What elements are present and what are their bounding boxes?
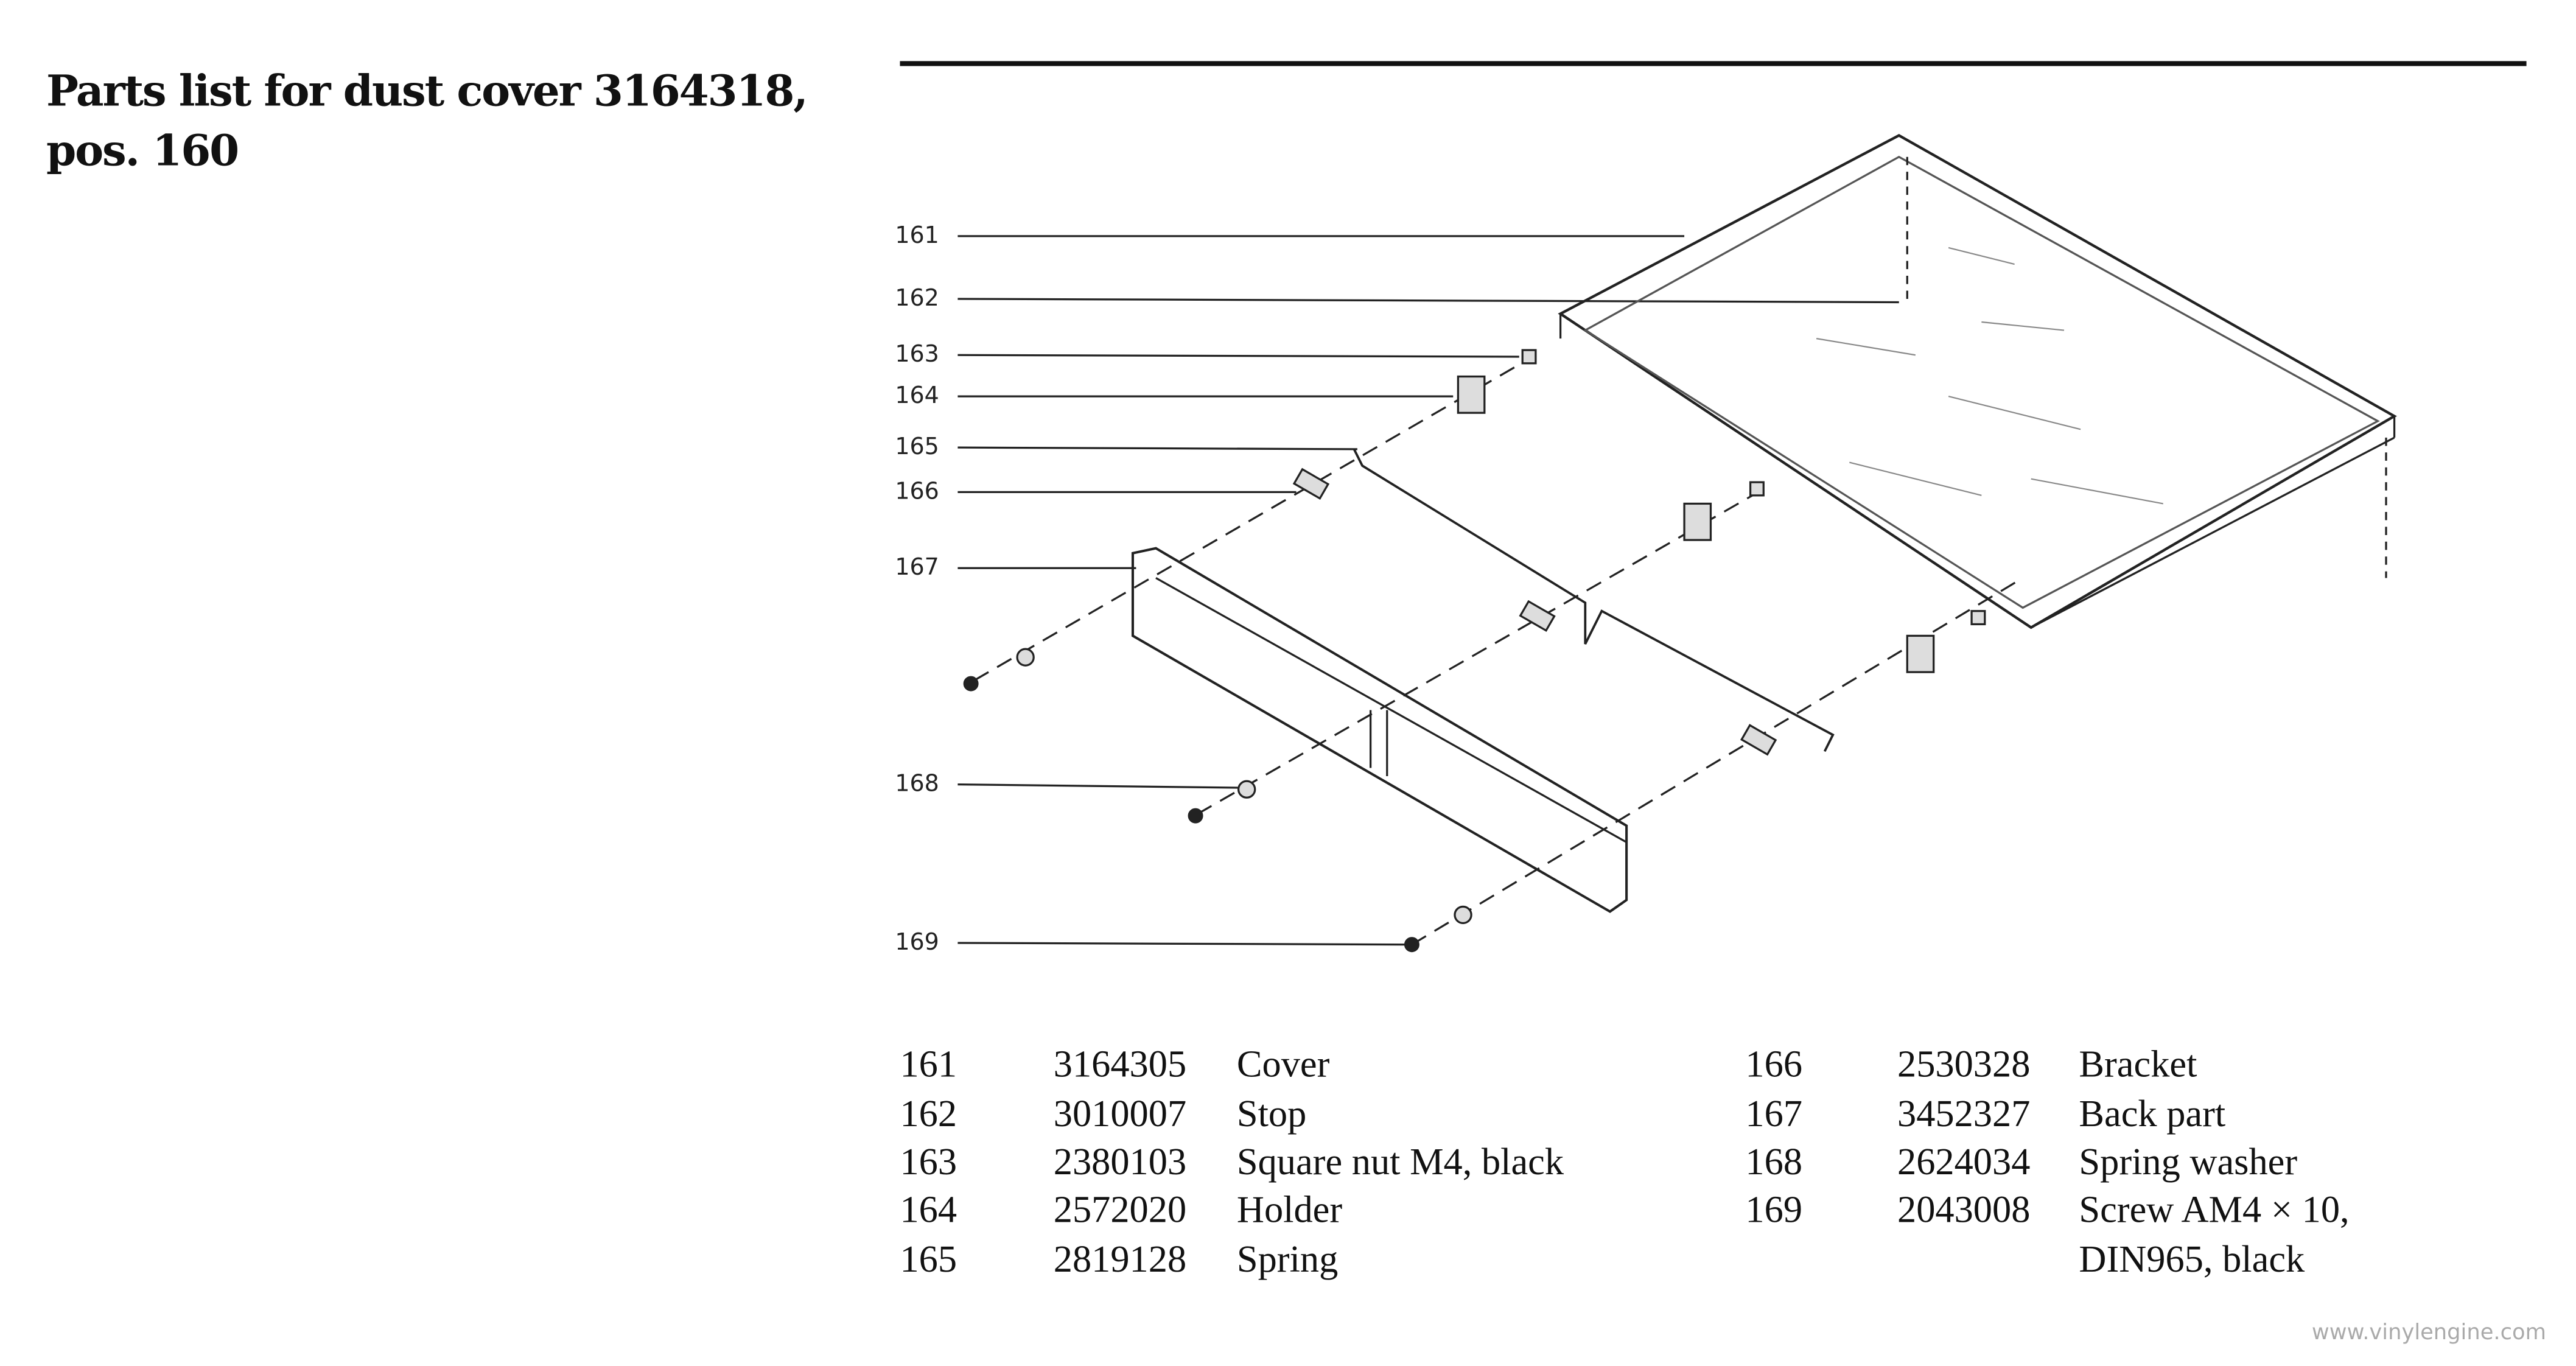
watermark: www.vinylengine.com <box>2311 1321 2546 1346</box>
part-number: 2624034 <box>1897 1141 2031 1183</box>
pos: 163 <box>900 1141 957 1183</box>
pos: 165 <box>900 1238 957 1280</box>
pos: 164 <box>900 1189 957 1231</box>
part-number: 3010007 <box>1053 1093 1187 1135</box>
pos: 167 <box>1745 1093 1803 1135</box>
description: Square nut M4, black <box>1236 1141 1564 1183</box>
title-line-2: pos. 160 <box>46 127 239 177</box>
spring <box>1353 449 1835 752</box>
description: Spring washer <box>2079 1141 2298 1183</box>
part-number: 3452327 <box>1897 1093 2031 1135</box>
part-number: 2819128 <box>1053 1238 1187 1280</box>
cover-part <box>1558 133 2397 629</box>
description: Back part <box>2079 1093 2226 1135</box>
header-rule <box>900 61 2527 66</box>
description-continued: DIN965, black <box>2079 1238 2305 1280</box>
description: Spring <box>1236 1238 1339 1280</box>
description: Bracket <box>2079 1043 2197 1085</box>
pos: 162 <box>900 1093 957 1135</box>
callout-163: 163 <box>895 342 939 368</box>
part-number: 2572020 <box>1053 1189 1187 1231</box>
pos: 161 <box>900 1043 957 1085</box>
back-part <box>1131 547 1628 913</box>
pos: 168 <box>1745 1141 1803 1183</box>
description: Screw AM4 × 10, <box>2079 1189 2350 1231</box>
pos: 166 <box>1745 1043 1803 1085</box>
description: Cover <box>1236 1043 1330 1085</box>
part-number: 2043008 <box>1897 1189 2031 1231</box>
part-number: 3164305 <box>1053 1043 1187 1085</box>
part-number: 2380103 <box>1053 1141 1187 1183</box>
description: Stop <box>1236 1093 1307 1135</box>
page-title: Parts list for dust cover 3164318, pos. … <box>46 63 808 181</box>
title-line-1: Parts list for dust cover 3164318, <box>46 68 808 117</box>
callout-167: 167 <box>895 555 939 581</box>
pos: 169 <box>1745 1189 1803 1231</box>
callout-166: 166 <box>895 478 939 506</box>
callout-162: 162 <box>895 285 939 312</box>
callout-161: 161 <box>895 223 939 250</box>
callout-169: 169 <box>895 930 939 956</box>
callout-168: 168 <box>895 771 939 798</box>
callout-165: 165 <box>895 434 939 461</box>
exploded-diagram <box>957 133 2397 953</box>
small-parts <box>963 349 1986 953</box>
callout-164: 164 <box>895 383 939 410</box>
assembly-lines <box>973 354 2024 946</box>
leader-lines <box>957 235 1899 946</box>
description: Holder <box>1236 1189 1343 1231</box>
part-number: 2530328 <box>1897 1043 2031 1085</box>
